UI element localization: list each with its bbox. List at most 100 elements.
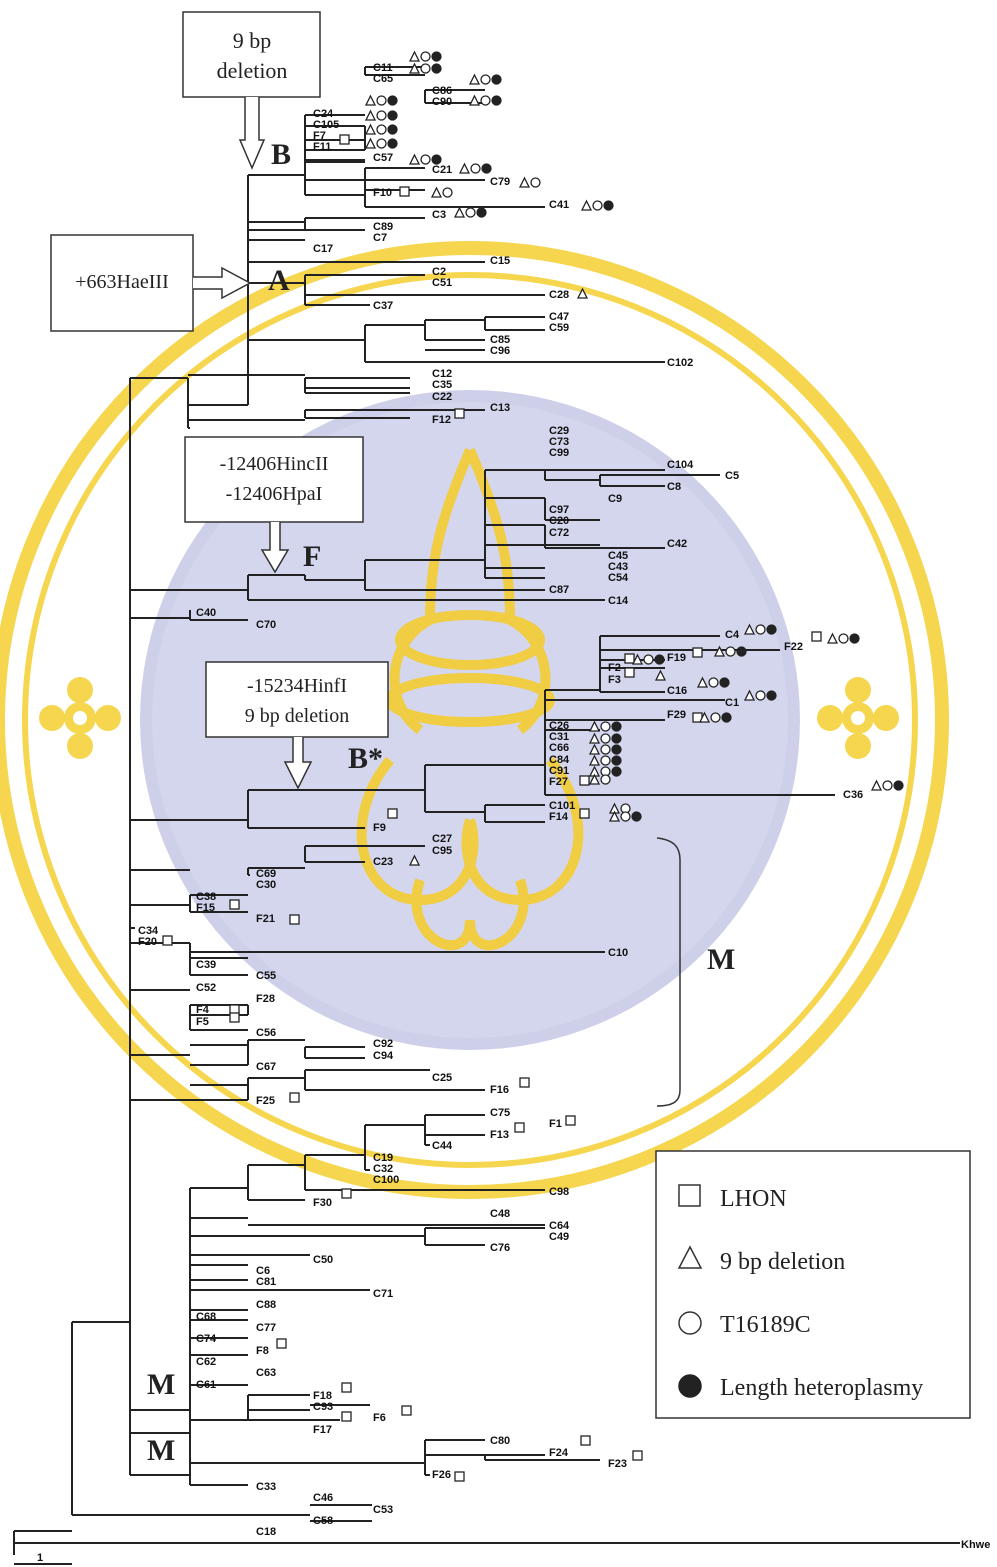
taxon-khwe: Khwe xyxy=(961,1539,990,1551)
seal-outer-ring-inner xyxy=(22,272,918,1168)
taxon-c45: C45 xyxy=(608,550,628,562)
taxon-c64: C64 xyxy=(549,1220,570,1232)
square-icon xyxy=(454,408,465,419)
taxon-c98: C98 xyxy=(549,1186,569,1198)
triangle-icon xyxy=(588,754,601,766)
taxon-c105: C105 xyxy=(313,119,339,131)
taxon-c72: C72 xyxy=(549,527,569,539)
filled-circle-icon xyxy=(603,200,614,211)
taxon-c32: C32 xyxy=(373,1163,393,1175)
down-arrow-icon xyxy=(238,97,266,170)
taxon-c71: C71 xyxy=(373,1288,393,1300)
taxon-c90: C90 xyxy=(432,96,452,108)
taxon-c40: C40 xyxy=(196,607,216,619)
filled-circle-icon xyxy=(611,721,622,732)
square-icon xyxy=(289,1092,300,1103)
taxon-c38: C38 xyxy=(196,891,216,903)
taxon-c70: C70 xyxy=(256,619,276,631)
triangle-icon xyxy=(408,854,421,866)
taxon-c101: C101 xyxy=(549,800,575,812)
triangle-icon xyxy=(588,720,601,732)
triangle-icon xyxy=(430,186,443,198)
triangle-icon xyxy=(518,176,531,188)
clade-label-b-star: B* xyxy=(348,742,383,775)
taxon-c36: C36 xyxy=(843,789,863,801)
triangle-icon xyxy=(458,162,471,174)
circle-icon xyxy=(470,163,481,174)
triangle-icon xyxy=(631,653,644,665)
triangle-icon xyxy=(364,94,377,106)
taxon-c99: C99 xyxy=(549,447,569,459)
filled-circle-icon xyxy=(387,110,398,121)
filled-circle-icon xyxy=(766,624,777,635)
down-arrow-icon xyxy=(260,522,290,574)
square-icon xyxy=(341,1382,352,1393)
filled-circle-icon xyxy=(481,163,492,174)
taxon-c25: C25 xyxy=(432,1072,452,1084)
triangle-icon xyxy=(364,109,377,121)
circle-icon xyxy=(480,74,491,85)
taxon-c67: C67 xyxy=(256,1061,276,1073)
taxon-c62: C62 xyxy=(196,1356,216,1368)
taxon-c39: C39 xyxy=(196,959,216,971)
taxon-c14: C14 xyxy=(608,595,629,607)
taxon-c43: C43 xyxy=(608,561,628,573)
taxon-f2: F2 xyxy=(608,662,621,674)
taxon-c88: C88 xyxy=(256,1299,276,1311)
taxon-c46: C46 xyxy=(313,1492,333,1504)
triangle-icon xyxy=(588,732,601,744)
triangle-icon xyxy=(870,779,883,791)
taxon-c61: C61 xyxy=(196,1379,216,1391)
taxon-f5: F5 xyxy=(196,1016,209,1028)
taxon-c92: C92 xyxy=(373,1038,393,1050)
square-icon xyxy=(811,631,822,642)
circle-icon xyxy=(376,110,387,121)
clade-label-a: A xyxy=(268,264,290,297)
taxon-c37: C37 xyxy=(373,300,393,312)
legend-label-t16189c: T16189C xyxy=(720,1312,811,1338)
tree-branches xyxy=(13,66,960,1555)
triangle-icon xyxy=(408,62,421,74)
taxon-f28: F28 xyxy=(256,993,275,1005)
triangle-icon xyxy=(408,50,421,62)
filled-circle-icon xyxy=(476,207,487,218)
box-9bp-line1: 9 bp xyxy=(233,28,272,53)
square-icon xyxy=(692,647,703,658)
square-icon xyxy=(678,1184,701,1207)
taxon-c23: C23 xyxy=(373,856,393,868)
filled-circle-icon xyxy=(631,811,642,822)
triangle-icon xyxy=(588,743,601,755)
legend-label-heteroplasmy: Length heteroplasmy xyxy=(720,1375,923,1401)
seal-outer-ring xyxy=(0,241,949,1199)
taxon-c102: C102 xyxy=(667,357,693,369)
circle-icon xyxy=(420,63,431,74)
taxon-f18: F18 xyxy=(313,1390,332,1402)
taxon-c86: C86 xyxy=(432,85,452,97)
taxon-c47: C47 xyxy=(549,311,569,323)
taxon-c63: C63 xyxy=(256,1367,276,1379)
triangle-icon xyxy=(588,773,601,785)
square-icon xyxy=(624,667,635,678)
annotation-box-9bp: 9 bp deletion xyxy=(182,11,321,170)
taxon-c16: C16 xyxy=(667,685,687,697)
taxon-c13: C13 xyxy=(490,402,510,414)
taxon-c76: C76 xyxy=(490,1242,510,1254)
filled-circle-icon xyxy=(721,712,732,723)
taxon-c44: C44 xyxy=(432,1140,453,1152)
taxon-f25: F25 xyxy=(256,1095,275,1107)
filled-circle-icon xyxy=(431,51,442,62)
taxon-f13: F13 xyxy=(490,1129,509,1141)
taxon-c29: C29 xyxy=(549,425,569,437)
box-hincii-line1: -12406HincII xyxy=(220,453,329,475)
taxon-c59: C59 xyxy=(549,322,569,334)
triangle-icon xyxy=(364,137,377,149)
triangle-icon xyxy=(696,676,709,688)
taxon-c81: C81 xyxy=(256,1276,276,1288)
circle-icon xyxy=(600,744,611,755)
taxon-c80: C80 xyxy=(490,1435,510,1447)
taxon-c95: C95 xyxy=(432,845,452,857)
taxon-f7: F7 xyxy=(313,130,326,142)
triangle-icon xyxy=(576,287,589,299)
taxon-c84: C84 xyxy=(549,754,570,766)
taxon-c6: C6 xyxy=(256,1265,270,1277)
